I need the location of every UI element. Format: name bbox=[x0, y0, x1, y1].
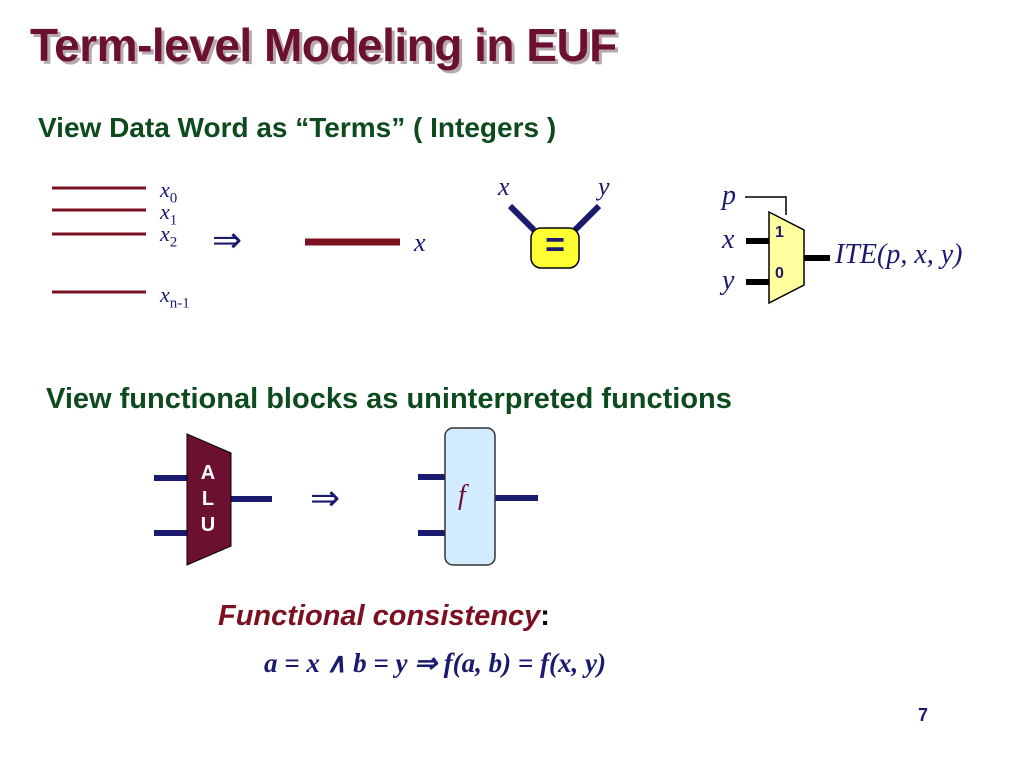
eq-comparator-box bbox=[530, 227, 580, 269]
section-heading-functions: View functional blocks as uninterpreted … bbox=[46, 383, 732, 415]
alu-letter-a: A bbox=[200, 462, 216, 484]
implies-arrow-terms: ⇒ bbox=[212, 220, 243, 261]
bit-label-x0: x0 bbox=[160, 177, 178, 207]
mux-select-label: p bbox=[722, 180, 736, 211]
consistency-heading: Functional consistency: bbox=[218, 600, 550, 633]
mux-input-y-label: y bbox=[722, 265, 735, 296]
alu-letter-l: L bbox=[201, 488, 215, 510]
alu-letter-u: U bbox=[200, 514, 216, 536]
term-label: x bbox=[414, 228, 426, 257]
mux-body bbox=[768, 210, 805, 305]
mux-input-x-label: x bbox=[722, 224, 735, 255]
eq-symbol: = bbox=[545, 226, 565, 264]
alu-label: A L U bbox=[196, 460, 220, 538]
eq-input-x-wire bbox=[507, 203, 537, 233]
mux-input-0-label: 0 bbox=[775, 265, 784, 282]
mux-select-wire bbox=[745, 196, 787, 215]
bit-label-x1: x1 bbox=[160, 199, 178, 229]
mux-input-1-label: 1 bbox=[775, 224, 784, 241]
consistency-colon: : bbox=[540, 600, 550, 632]
consistency-formula-text: a = x ∧ b = y ⇒ f(a, b) = f(x, y) bbox=[264, 648, 606, 678]
consistency-formula: a = x ∧ b = y ⇒ f(a, b) = f(x, y) bbox=[264, 648, 606, 679]
eq-input-x-label: x bbox=[498, 172, 510, 201]
section-heading-terms: View Data Word as “Terms” ( Integers ) bbox=[38, 112, 557, 143]
eq-input-y-wire bbox=[572, 203, 602, 233]
implies-arrow-functions: ⇒ bbox=[310, 478, 341, 519]
page-title: Term-level Modeling in EUF bbox=[30, 19, 617, 71]
bit-label-xn-1: xn-1 bbox=[160, 282, 190, 312]
consistency-label: Functional consistency bbox=[218, 600, 541, 632]
bit-label-x2: x2 bbox=[160, 221, 178, 251]
func-label: f bbox=[458, 480, 466, 511]
mux-output-label: ITE(p, x, y) bbox=[835, 239, 963, 270]
alu-body bbox=[186, 433, 232, 566]
eq-input-y-label: y bbox=[598, 172, 610, 201]
page-number: 7 bbox=[918, 705, 929, 725]
func-block bbox=[444, 427, 496, 566]
